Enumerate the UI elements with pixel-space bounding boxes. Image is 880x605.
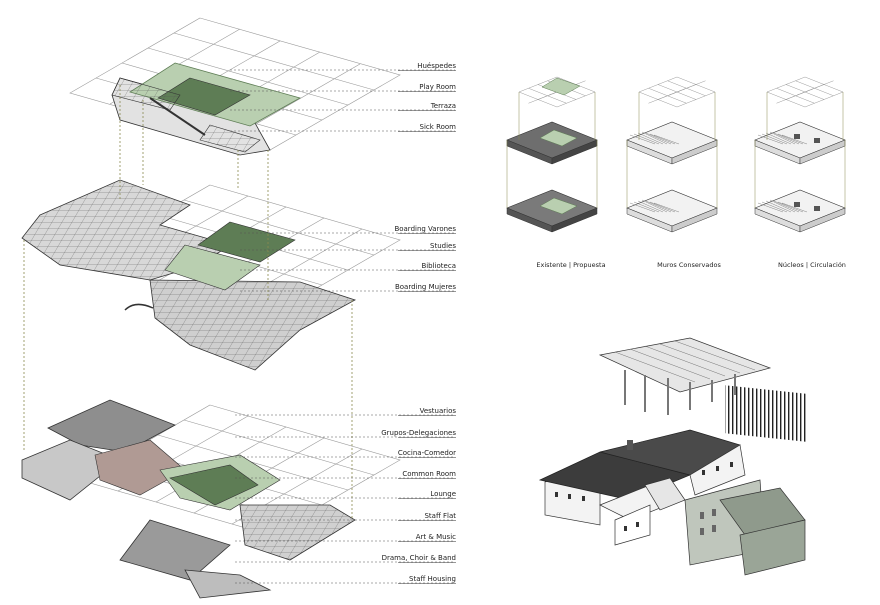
study-connectors <box>626 92 718 208</box>
study-axons <box>506 76 846 233</box>
study-room-lines <box>629 131 680 145</box>
middle-floor-plan <box>21 179 357 371</box>
room-label: Drama, Choir & Band <box>382 554 456 562</box>
study-core <box>794 134 800 139</box>
study-slab <box>754 121 846 159</box>
study-grid <box>638 76 716 108</box>
leader-lines <box>230 69 455 584</box>
study-stack-existing <box>506 76 598 233</box>
study-grid <box>766 76 844 108</box>
study-room-lines <box>757 199 808 213</box>
study-core <box>814 206 820 211</box>
study-green-area <box>541 77 581 96</box>
study-core <box>814 138 820 143</box>
upper-floor-plan <box>111 62 302 156</box>
room-label: Huéspedes <box>417 62 456 70</box>
study-slab <box>626 121 718 159</box>
study-green-area <box>539 129 578 147</box>
study-room-lines <box>757 131 808 145</box>
room-label: Staff Housing <box>409 575 456 583</box>
study-core <box>794 202 800 207</box>
study-slab-edge <box>551 207 598 233</box>
ground-floor-plan <box>21 399 356 599</box>
room-label: Cocina-Comedor <box>398 449 456 457</box>
room-label: Boarding Varones <box>394 225 456 233</box>
vertical-connectors <box>23 85 353 520</box>
study-slab-edge <box>799 207 846 233</box>
study-green-area <box>539 197 578 215</box>
study-slab <box>754 189 846 227</box>
room-label: Studies <box>430 242 456 250</box>
room-label: Art & Music <box>416 533 456 541</box>
caption-preserved-walls: Muros Conservados <box>657 261 721 269</box>
study-connectors <box>754 92 846 208</box>
room-label: Staff Flat <box>424 512 456 520</box>
study-stack-cores <box>754 76 846 233</box>
room-label: Play Room <box>419 83 456 91</box>
room-label: Grupos-Delegaciones <box>381 429 456 437</box>
room-label: Lounge <box>430 490 456 498</box>
room-label: Boarding Mujeres <box>395 283 456 291</box>
room-label: Biblioteca <box>421 262 456 270</box>
study-slab-edge <box>671 207 718 233</box>
annex-block <box>684 479 806 576</box>
pergola-canopy <box>598 337 772 415</box>
exploded-building-model <box>538 337 807 576</box>
study-stack-walls <box>626 76 718 233</box>
room-label: Terraza <box>430 102 456 110</box>
slat-screen <box>725 385 807 442</box>
study-room-lines <box>629 199 680 213</box>
study-connectors <box>506 92 598 208</box>
room-label: Common Room <box>402 470 456 478</box>
caption-existing-proposed: Existente | Propuesta <box>536 261 605 269</box>
main-building <box>538 429 746 546</box>
room-label: Sick Room <box>420 123 457 131</box>
study-slab <box>626 189 718 227</box>
room-label: Vestuarios <box>420 407 457 415</box>
caption-cores-circulation: Núcleos | Circulación <box>778 261 846 269</box>
